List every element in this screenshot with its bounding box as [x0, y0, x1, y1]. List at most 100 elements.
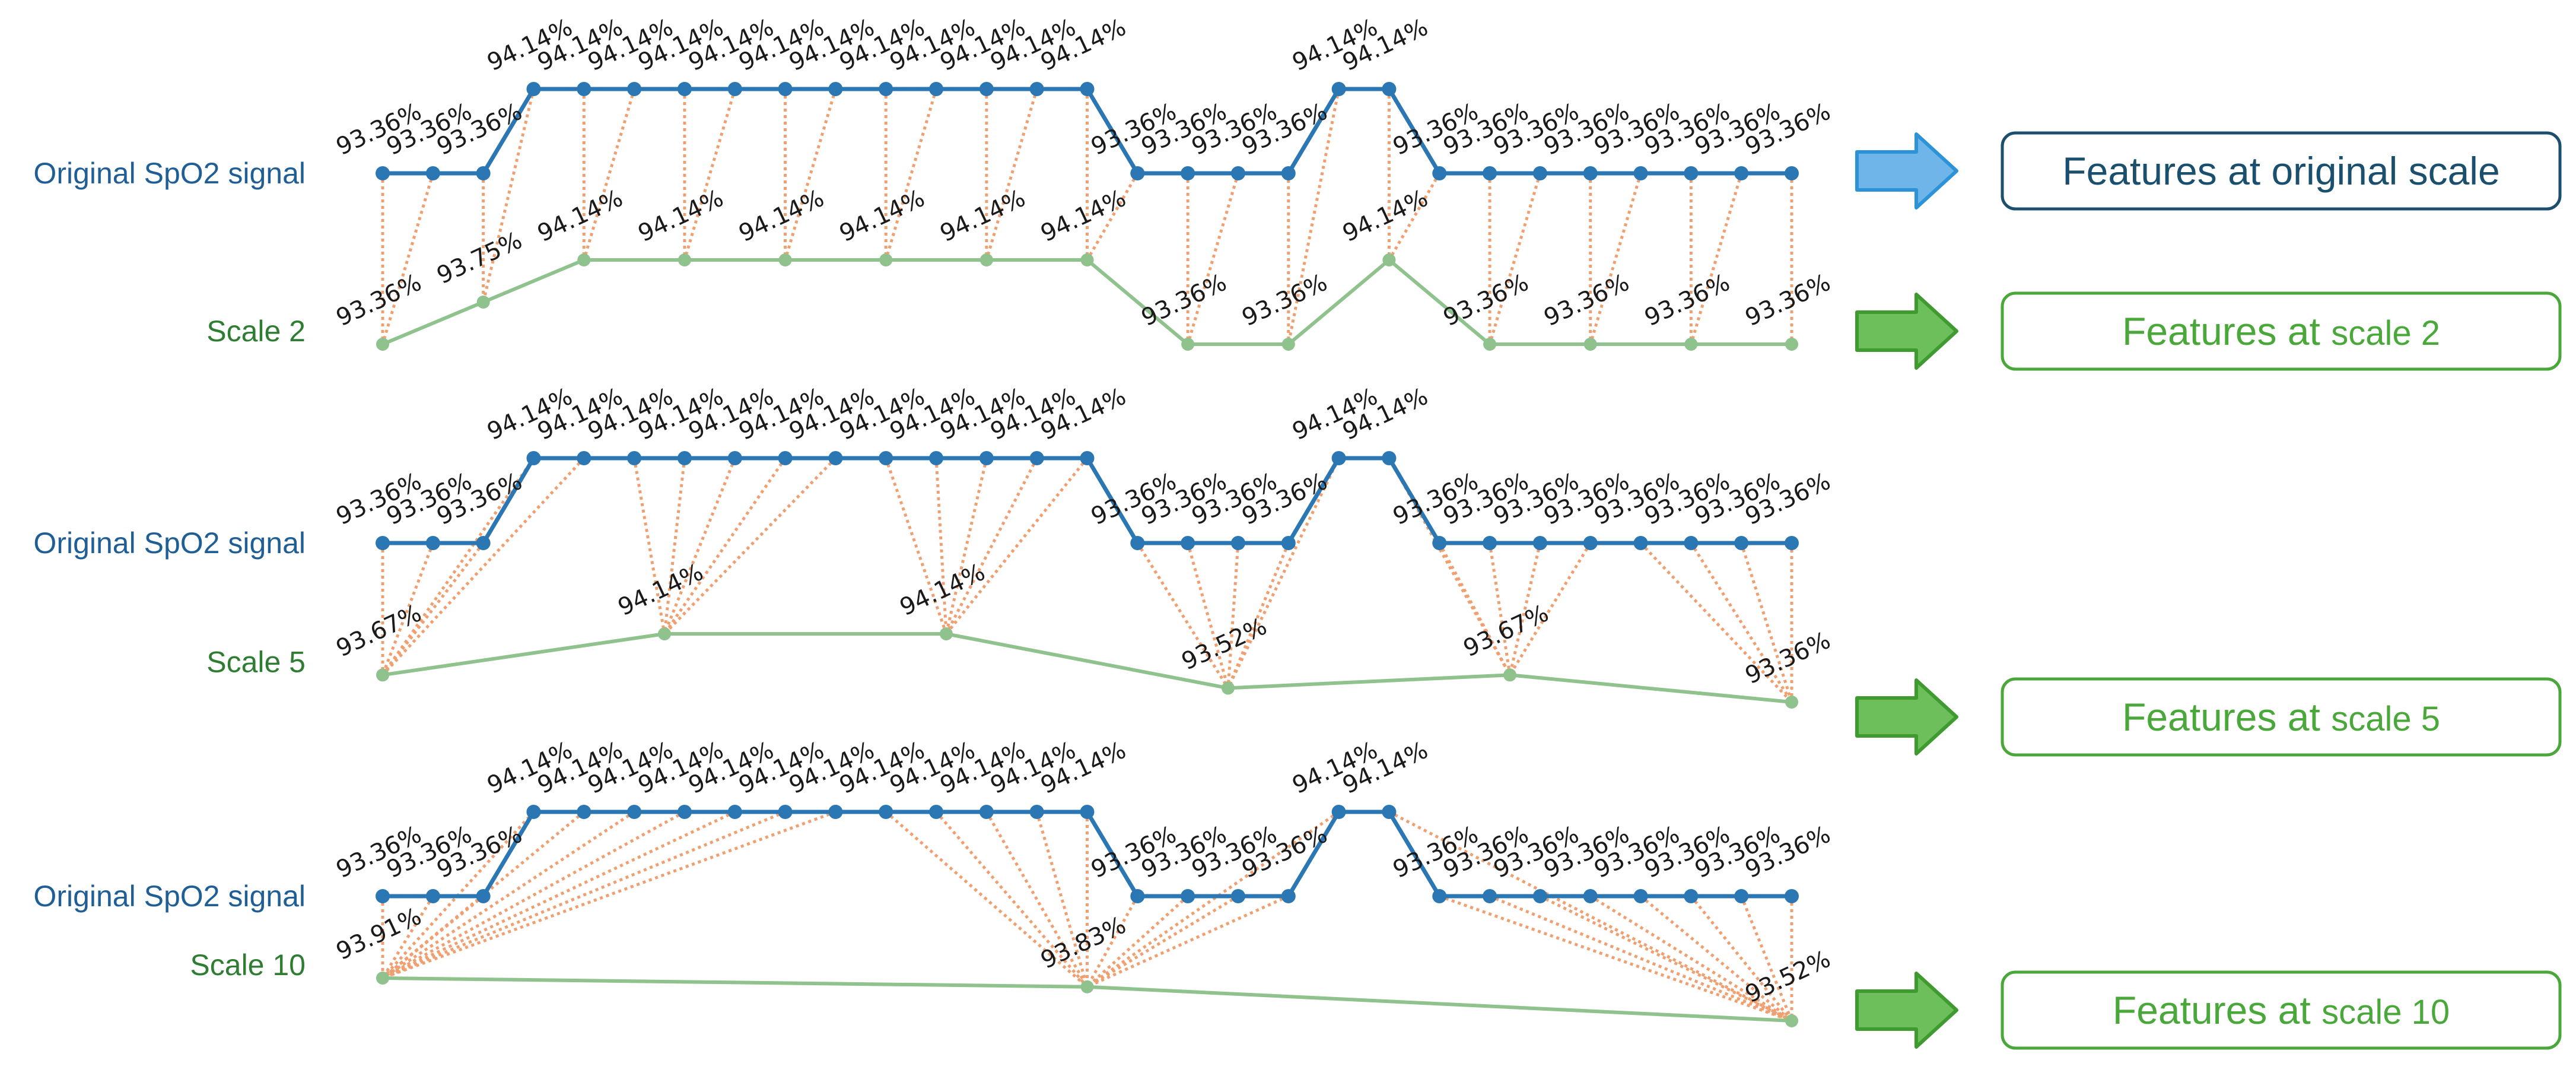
scaled-point	[1181, 338, 1195, 351]
connector-line	[663, 457, 837, 635]
original-point	[727, 451, 742, 465]
scaled-value-label: 93.36%	[1540, 269, 1634, 332]
right-arrow-icon	[1855, 293, 1958, 370]
original-point	[979, 805, 994, 819]
panel-1: 93.36%93.36%93.36%94.14%94.14%94.14%94.1…	[33, 14, 2562, 371]
scaled-point	[1785, 1014, 1798, 1027]
scaled-value-label: 93.75%	[432, 227, 526, 290]
scaled-value-label: 93.36%	[332, 269, 426, 332]
original-point	[425, 536, 440, 550]
connector-line	[1690, 542, 1793, 703]
original-point	[1583, 536, 1598, 550]
original-point	[979, 82, 994, 96]
connector-line	[663, 458, 737, 634]
original-point	[1583, 889, 1598, 903]
connector-line	[1186, 173, 1240, 345]
original-point	[778, 805, 793, 819]
scaled-value-label: 93.36%	[1741, 269, 1835, 332]
connector-line	[381, 542, 435, 676]
original-point	[727, 805, 742, 819]
scaled-value-label: 94.14%	[835, 185, 929, 247]
original-point	[1432, 536, 1447, 550]
original-point	[1684, 889, 1699, 903]
connector-line	[1739, 896, 1793, 1021]
scaled-point	[940, 627, 953, 640]
original-point	[1382, 451, 1397, 465]
scaled-value-label: 93.36%	[1238, 269, 1332, 332]
connector-lines	[381, 457, 1793, 703]
scaled-point	[1080, 980, 1094, 994]
feature-box-prefix: Features at original scale	[2062, 149, 2499, 193]
scaled-point	[376, 668, 389, 682]
connector-line	[1589, 894, 1793, 1023]
connector-line	[1035, 811, 1089, 988]
original-point	[1633, 166, 1648, 180]
scaled-value-label: 93.52%	[1178, 612, 1271, 675]
original-point	[526, 451, 541, 465]
scaled-point	[376, 338, 389, 351]
scaled-value-label: 93.36%	[1741, 627, 1835, 690]
original-point	[677, 82, 692, 96]
connector-line	[1589, 173, 1642, 345]
original-point	[1382, 82, 1397, 96]
original-point	[1181, 166, 1195, 180]
original-point	[1734, 889, 1749, 903]
scaled-point	[1222, 681, 1235, 695]
scale-label: Scale 10	[190, 948, 306, 982]
right-arrow-icon	[1855, 972, 1958, 1049]
scaled-point	[658, 627, 671, 640]
connector-line	[1689, 173, 1743, 345]
connector-line	[1489, 894, 1792, 1023]
feature-box-prefix: Features at	[2113, 988, 2321, 1032]
original-point	[577, 805, 591, 819]
original-point	[1281, 889, 1296, 903]
original-point	[1281, 166, 1296, 180]
original-point	[476, 536, 491, 550]
original-point	[929, 82, 944, 96]
original-point	[627, 82, 642, 96]
original-point	[376, 889, 390, 903]
connector-line	[1226, 542, 1240, 688]
scaled-value-label: 93.52%	[1741, 945, 1835, 1008]
scaled-value-label: 94.14%	[896, 558, 990, 621]
original-point	[1734, 166, 1749, 180]
original-point	[1130, 166, 1145, 180]
panel-3: 93.36%93.36%93.36%94.14%94.14%94.14%94.1…	[33, 737, 2562, 1050]
scaled-value-label: 94.14%	[634, 185, 728, 247]
scaled-value-label: 94.14%	[1036, 185, 1130, 247]
connector-line	[1488, 542, 1512, 675]
original-point	[1230, 166, 1245, 180]
connector-line	[884, 88, 938, 261]
original-point	[627, 805, 642, 819]
original-point	[828, 82, 843, 96]
original-point	[677, 451, 692, 465]
connector-line	[1186, 542, 1230, 689]
original-signal-label: Original SpO2 signal	[33, 880, 306, 913]
connector-line	[1508, 542, 1542, 675]
scaled-point	[1483, 338, 1497, 351]
scaled-value-label: 94.14%	[533, 185, 627, 247]
original-point	[577, 451, 591, 465]
original-point	[1382, 805, 1397, 819]
scaled-point	[476, 296, 490, 309]
scaled-point	[879, 253, 893, 266]
original-point	[376, 166, 390, 180]
original-point	[1532, 889, 1547, 903]
original-point	[1281, 536, 1296, 550]
connector-line	[683, 88, 737, 261]
original-point	[1130, 536, 1145, 550]
feature-box-prefix: Features at	[2122, 309, 2331, 353]
feature-box-text: Features at scale 5	[2122, 695, 2440, 739]
original-point	[577, 82, 591, 96]
right-arrow-icon	[1855, 678, 1958, 756]
connector-line	[1488, 173, 1542, 345]
original-point	[1785, 536, 1799, 550]
scaled-point	[778, 253, 792, 266]
original-point	[929, 451, 944, 465]
original-point	[1532, 536, 1547, 550]
original-point	[376, 536, 390, 550]
feature-box	[2001, 677, 2562, 757]
connector-lines	[381, 88, 1793, 345]
original-point	[425, 166, 440, 180]
connector-line	[663, 458, 686, 634]
